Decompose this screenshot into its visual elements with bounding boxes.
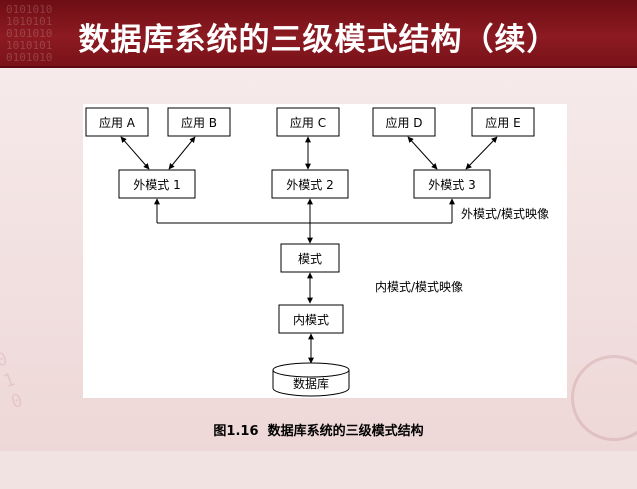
schema-box: 模式: [280, 243, 340, 273]
figure-caption-text: 数据库系统的三级模式结构: [267, 424, 424, 439]
figure-caption: 图1.16 数据库系统的三级模式结构: [0, 420, 637, 439]
app-box-c: 应用 C: [276, 107, 340, 137]
slide-title: 数据库系统的三级模式结构（续）: [78, 22, 559, 58]
schema-diagram-svg: 应用 A 应用 B 应用 C 应用 D 应用 E 外模式 1 外模式 2: [85, 107, 549, 397]
app-box-b: 应用 B: [167, 107, 231, 137]
arrow-app-d-ext-3: [407, 136, 438, 170]
schema-diagram: 应用 A 应用 B 应用 C 应用 D 应用 E 外模式 1 外模式 2: [83, 104, 567, 398]
arrow-app-a-ext-1: [120, 136, 150, 170]
external-schema-label-3: 外模式 3: [428, 178, 475, 192]
internal-mapping-label: 内模式/模式映像: [375, 280, 463, 294]
app-label-e: 应用 E: [485, 115, 520, 130]
internal-schema-label: 内模式: [293, 313, 329, 327]
arrow-app-e-ext-3: [465, 136, 498, 170]
database-label: 数据库: [293, 376, 329, 391]
app-label-d: 应用 D: [385, 115, 422, 130]
app-label-a: 应用 A: [99, 115, 136, 130]
external-schema-label-2: 外模式 2: [286, 178, 333, 192]
external-schema-box-1: 外模式 1: [118, 169, 196, 199]
app-box-e: 应用 E: [471, 107, 535, 137]
external-schema-label-1: 外模式 1: [133, 178, 180, 192]
external-schema-box-2: 外模式 2: [271, 169, 349, 199]
external-schema-box-3: 外模式 3: [413, 169, 491, 199]
arrow-app-b-ext-1: [168, 136, 196, 170]
app-box-d: 应用 D: [372, 107, 436, 137]
app-label-b: 应用 B: [181, 115, 217, 130]
background-seal-decoration: [571, 355, 637, 441]
app-label-c: 应用 C: [290, 115, 326, 130]
database-cylinder: 数据库: [272, 362, 350, 397]
figure-number: 图1.16: [213, 424, 259, 439]
schema-label: 模式: [298, 252, 322, 266]
app-box-a: 应用 A: [85, 107, 149, 137]
external-mapping-label: 外模式/模式映像: [461, 207, 549, 221]
internal-schema-box: 内模式: [278, 304, 344, 334]
